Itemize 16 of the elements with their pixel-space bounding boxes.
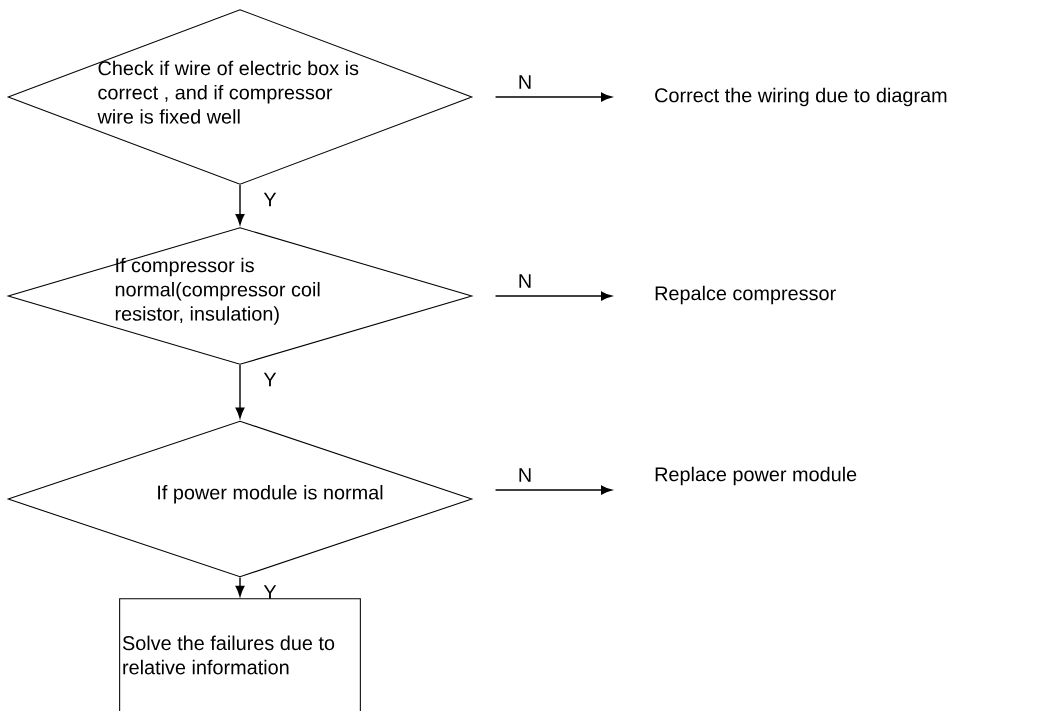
arrow — [494, 485, 612, 495]
edge-label: N — [519, 75, 531, 89]
edge-label: Y — [263, 192, 277, 207]
edge-label: Y — [263, 372, 277, 387]
result-text: Repalce compressor — [655, 285, 836, 305]
process-box: Solve the failures due to relative information — [119, 598, 361, 711]
result-text: Replace power module — [655, 466, 857, 486]
result-text: Correct the wiring due to diagram — [655, 87, 947, 107]
edge-label: N — [519, 274, 531, 288]
arrow — [235, 184, 245, 225]
edge-label: Y — [263, 585, 277, 599]
arrow — [494, 92, 612, 102]
edge-label: N — [519, 468, 531, 482]
arrow — [235, 576, 245, 597]
arrow — [235, 364, 245, 419]
arrow — [494, 291, 612, 301]
